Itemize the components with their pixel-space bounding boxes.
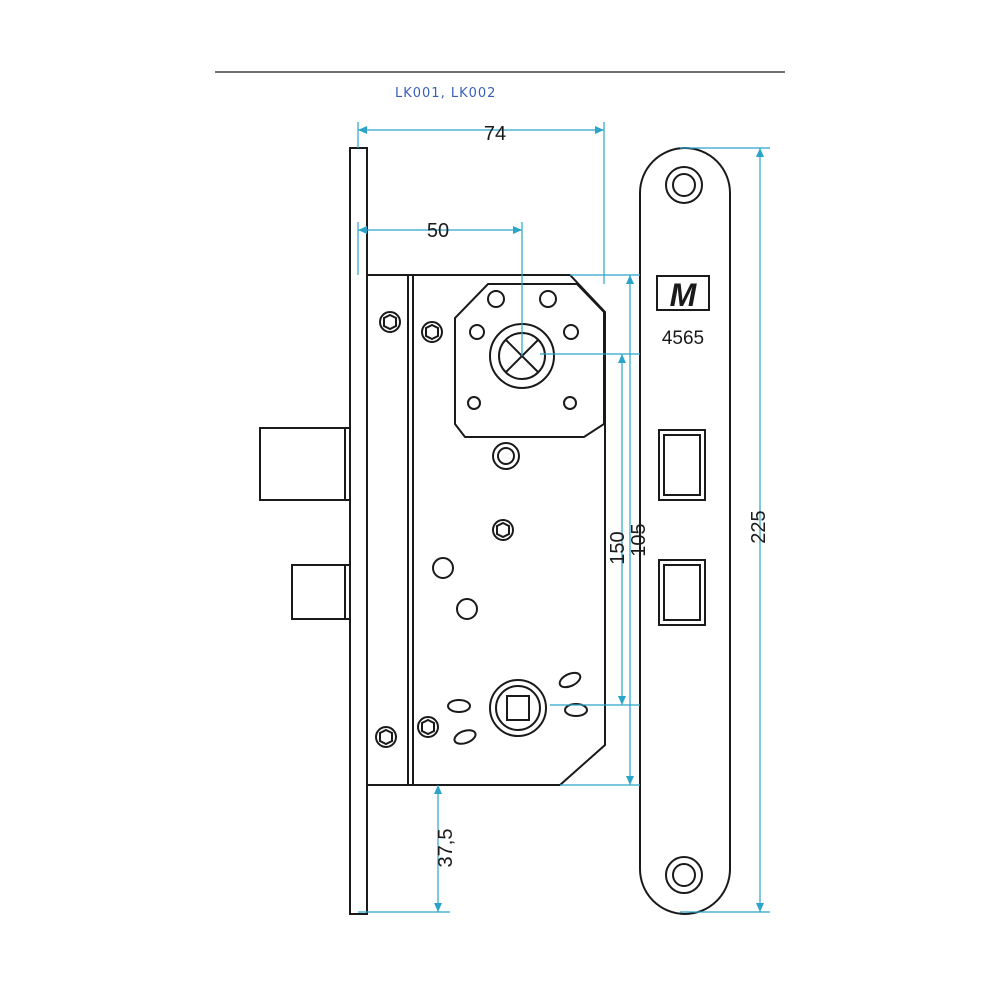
lock-body: [259, 147, 606, 915]
dim-label-150: 150: [607, 531, 629, 564]
dimension-lines: [357, 122, 770, 913]
dim-label-50: 50: [427, 220, 449, 242]
screw-hole-bottom-right: [417, 716, 439, 738]
dim-label-74: 74: [484, 123, 506, 145]
dim-label-225: 225: [748, 510, 770, 543]
screw-hole-bottom-left: [375, 726, 397, 748]
dim-label-37-5: 37,5: [435, 829, 457, 868]
screw-hole-top-left: [379, 311, 401, 333]
follower-plate: [454, 283, 605, 438]
brand-logo: [656, 275, 710, 311]
latch-bolt: [259, 427, 351, 501]
handwritten-note: LK001, LK002: [395, 86, 496, 101]
lock-case: [366, 274, 606, 786]
key-hub: [489, 679, 547, 737]
faceplate-outline: [639, 147, 731, 915]
faceplate: M 4565: [639, 147, 731, 915]
dim-label-105: 105: [628, 523, 650, 556]
dead-bolt: [291, 564, 351, 620]
latch-opening: [658, 429, 706, 501]
bolt-opening: [658, 559, 706, 626]
screw-hole-top-right: [421, 321, 443, 343]
brand-logo-letter: M: [670, 277, 698, 313]
model-number: 4565: [662, 328, 704, 349]
